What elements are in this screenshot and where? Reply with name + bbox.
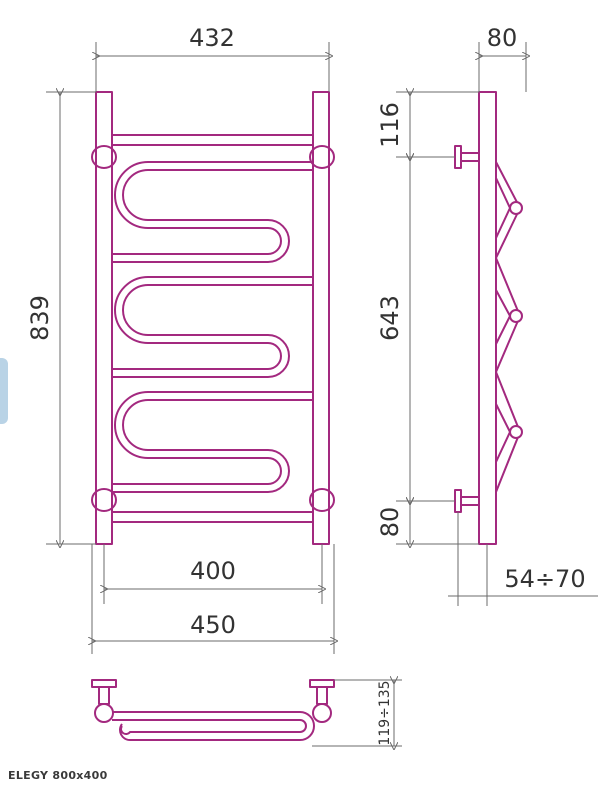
right-collector [312,91,330,545]
dim-upper-offset: 116 [376,102,404,148]
dim-side-depth: 80 [487,24,518,52]
dim-inner-spacing: 400 [190,557,236,585]
serpentine-1 [112,161,313,263]
side-panel-tab[interactable] [0,358,8,424]
front-dimensions [46,42,334,654]
model-caption: ELEGY 800x400 [8,769,108,782]
bracket-upper-stem [460,152,480,162]
top-bar [111,134,314,146]
mount-knob-top-right [309,145,335,169]
side-collector [478,91,497,545]
side-dimensions [396,42,598,606]
plan-dimensions [312,680,402,746]
dim-wall-gap: 54÷70 [504,565,585,593]
left-collector [95,91,113,545]
serpentine-2 [112,276,313,378]
dim-plan-depth: 119÷135 [377,680,393,745]
dim-total-height: 839 [26,295,54,341]
dim-mount-spacing: 643 [376,295,404,341]
front-view [91,91,335,545]
bottom-bar [111,511,314,523]
bracket-lower-stem [460,496,480,506]
dim-top-width: 432 [189,24,235,52]
dim-lower-offset: 80 [376,507,404,538]
plan-collector-left [94,703,114,723]
side-view [454,91,523,545]
mount-knob-bottom-left [91,488,117,512]
plan-loop [112,711,315,741]
mount-knob-top-left [91,145,117,169]
plan-view [91,679,335,741]
dim-overall-width: 450 [190,611,236,639]
plan-collector-right [312,703,332,723]
mount-knob-bottom-right [309,488,335,512]
serpentine-3 [112,391,313,493]
